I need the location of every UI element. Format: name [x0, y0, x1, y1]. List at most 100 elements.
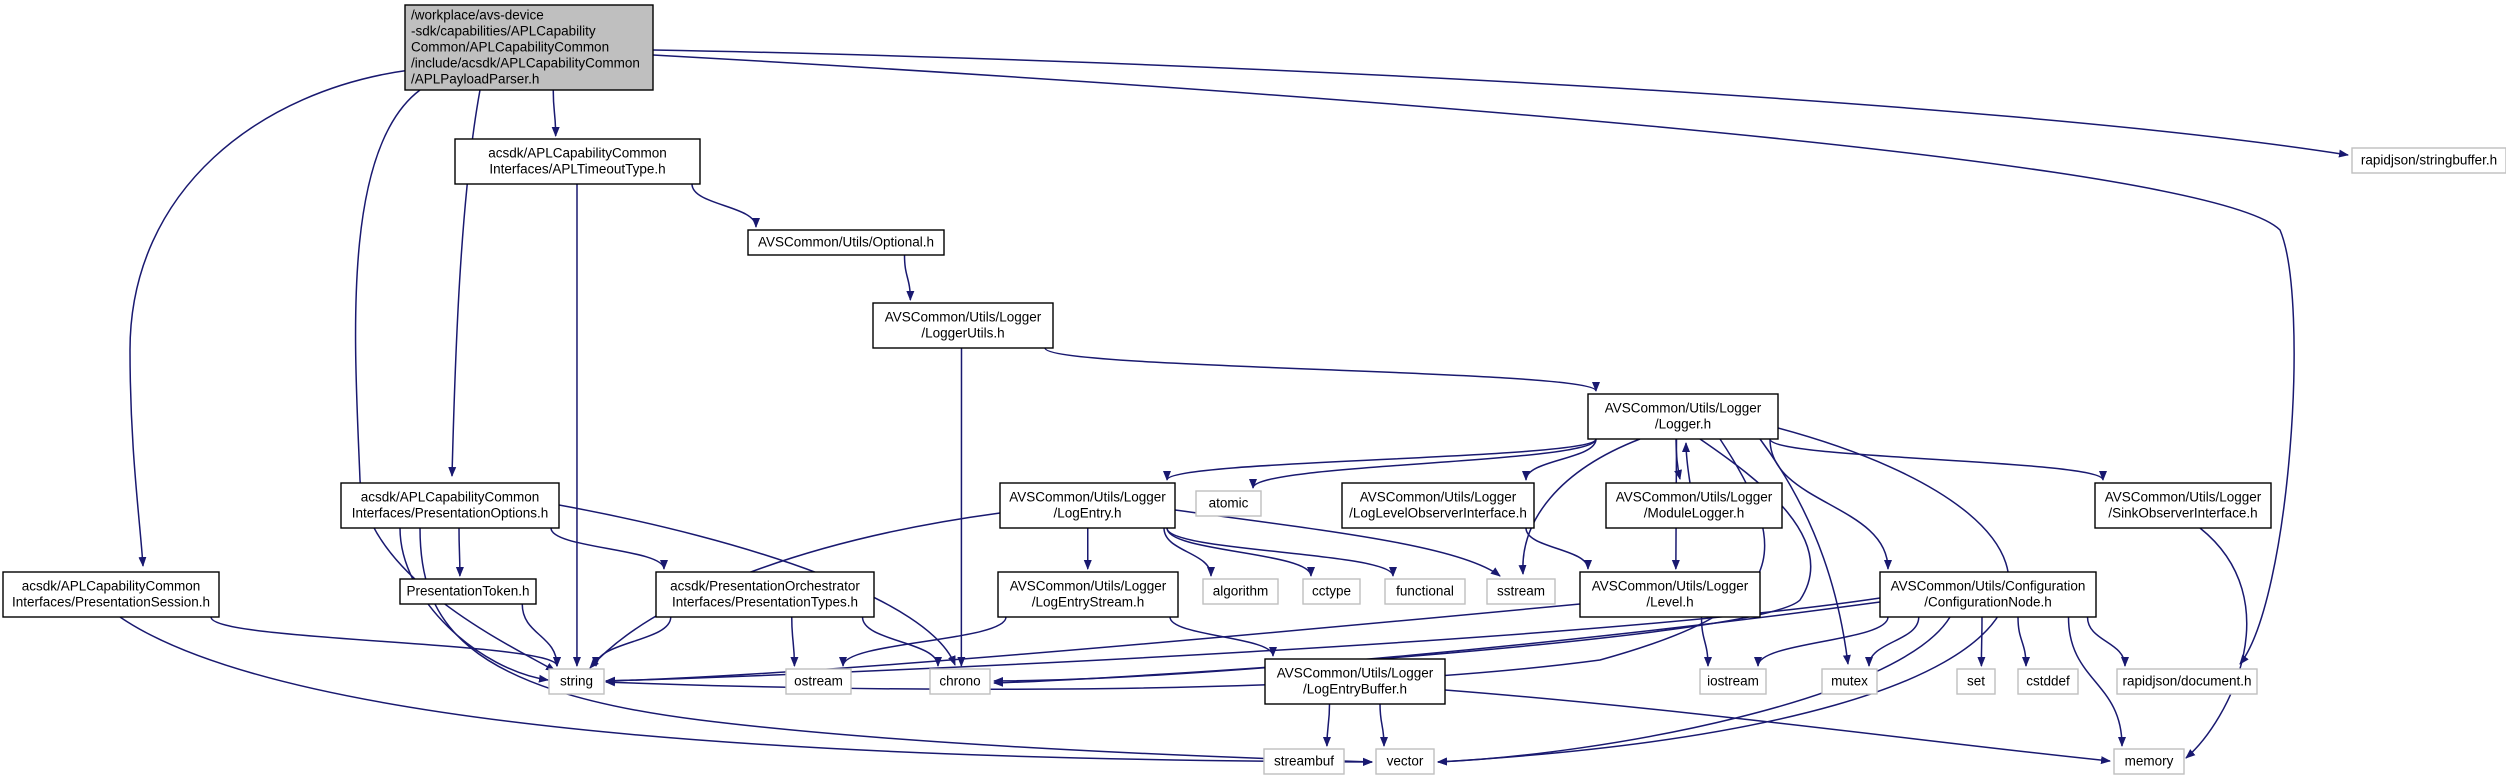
node-label-line: /LogEntry.h	[1053, 506, 1121, 521]
node-box	[1605, 482, 1783, 529]
node-algorithm: algorithm	[1202, 578, 1279, 605]
node-logentry[interactable]: AVSCommon/Utils/Logger/LogEntry.h	[999, 482, 1176, 529]
node-box	[404, 4, 654, 91]
node-label-line: set	[1967, 674, 1985, 689]
edge-confignode-to-document	[2086, 616, 2129, 667]
node-functional: functional	[1384, 578, 1466, 605]
node-label-line: sstream	[1497, 584, 1545, 599]
node-streambuf: streambuf	[1263, 748, 1345, 775]
node-box	[340, 482, 560, 529]
edge-logger-to-sinkobs	[1769, 438, 2107, 481]
node-logentrybuffer[interactable]: AVSCommon/Utils/Logger/LogEntryBuffer.h	[1264, 658, 1446, 705]
node-label-line: /include/acsdk/APLCapabilityCommon	[411, 56, 640, 71]
node-label-line: chrono	[939, 674, 980, 689]
edge-logentrybuffer-to-vector	[1379, 703, 1388, 747]
edge-logger-to-string	[605, 438, 1766, 691]
node-label-line: string	[560, 674, 593, 689]
node-label-line: /Logger.h	[1655, 417, 1711, 432]
node-label-line: vector	[1387, 754, 1424, 769]
node-label-line: PresentationToken.h	[406, 584, 529, 599]
node-label-line: rapidjson/stringbuffer.h	[2361, 153, 2497, 168]
node-mutex: mutex	[1821, 668, 1878, 695]
node-label-line: AVSCommon/Utils/Logger	[1010, 579, 1167, 594]
node-box	[1821, 668, 1878, 695]
node-box	[1384, 578, 1466, 605]
edge-prestypes-to-ostream	[790, 616, 799, 667]
node-label-line: streambuf	[1274, 754, 1334, 769]
edge-root-to-string	[354, 89, 556, 672]
edge-root-to-session	[129, 69, 411, 567]
node-label-line: Interfaces/PresentationSession.h	[12, 595, 210, 610]
node-label-line: Interfaces/APLTimeoutType.h	[489, 162, 665, 177]
node-timeout[interactable]: acsdk/APLCapabilityCommonInterfaces/APLT…	[454, 138, 701, 185]
node-label-line: ostream	[794, 674, 843, 689]
node-box	[747, 229, 945, 256]
edge-presopts-to-string	[399, 527, 549, 683]
node-box	[1302, 578, 1361, 605]
node-session[interactable]: acsdk/APLCapabilityCommonInterfaces/Pres…	[2, 571, 220, 618]
node-label-line: AVSCommon/Utils/Logger	[1616, 490, 1773, 505]
node-root[interactable]: /workplace/avs-device-sdk/capabilities/A…	[404, 4, 654, 91]
node-label-line: cctype	[1312, 584, 1351, 599]
node-label-line: iostream	[1707, 674, 1759, 689]
node-level[interactable]: AVSCommon/Utils/Logger/Level.h	[1579, 571, 1761, 618]
node-label-line: /LogEntryStream.h	[1032, 595, 1145, 610]
node-box	[1879, 571, 2097, 618]
edge-loglevelobs-to-level	[1525, 527, 1592, 570]
edge-logentrystream-to-ostream	[839, 616, 1007, 667]
node-box	[2017, 668, 2079, 695]
node-loglevelobs[interactable]: AVSCommon/Utils/Logger/LogLevelObserverI…	[1341, 482, 1535, 529]
node-modulelogger[interactable]: AVSCommon/Utils/Logger/ModuleLogger.h	[1605, 482, 1783, 529]
node-box	[454, 138, 701, 185]
node-box	[1587, 393, 1779, 440]
node-label-line: Common/APLCapabilityCommon	[411, 40, 609, 55]
edge-level-to-string	[605, 603, 1581, 685]
node-box	[1263, 748, 1345, 775]
node-label-line: memory	[2125, 754, 2174, 769]
node-label-line: cstddef	[2026, 674, 2070, 689]
node-logger[interactable]: AVSCommon/Utils/Logger/Logger.h	[1587, 393, 1779, 440]
node-chrono: chrono	[929, 668, 991, 695]
node-prestypes[interactable]: acsdk/PresentationOrchestratorInterfaces…	[655, 571, 875, 618]
edge-logger-to-loglevelobs	[1522, 438, 1597, 481]
edge-loggerutils-to-logger	[1044, 347, 1600, 392]
node-loggerutils[interactable]: AVSCommon/Utils/Logger/LoggerUtils.h	[872, 302, 1054, 349]
node-box	[1341, 482, 1535, 529]
node-box	[997, 571, 1179, 618]
node-box	[929, 668, 991, 695]
node-sinkobs[interactable]: AVSCommon/Utils/Logger/SinkObserverInter…	[2094, 482, 2272, 529]
node-label-line: /ConfigurationNode.h	[1924, 595, 2052, 610]
edge-logger-to-mutex	[1759, 438, 1851, 665]
node-label-line: acsdk/APLCapabilityCommon	[22, 579, 201, 594]
node-label-line: AVSCommon/Utils/Logger	[1277, 666, 1434, 681]
node-label-line: AVSCommon/Utils/Logger	[885, 310, 1042, 325]
edge-logentrybuffer-to-streambuf	[1322, 703, 1331, 747]
node-box	[2116, 668, 2258, 695]
node-label-line: atomic	[1209, 496, 1249, 511]
edge-logentry-to-algorithm	[1163, 527, 1215, 577]
edge-logentry-to-sstream	[1174, 509, 1501, 577]
edge-confignode-to-chrono	[993, 601, 1881, 685]
node-box	[2351, 147, 2506, 174]
edge-logentry-to-cctype	[1166, 527, 1315, 577]
node-label-line: algorithm	[1213, 584, 1269, 599]
node-box	[2, 571, 220, 618]
edge-presopts-to-prestypes	[550, 527, 668, 570]
node-logentrystream[interactable]: AVSCommon/Utils/Logger/LogEntryStream.h	[997, 571, 1179, 618]
node-stringbuffer: rapidjson/stringbuffer.h	[2351, 147, 2506, 174]
node-presopts[interactable]: acsdk/APLCapabilityCommonInterfaces/Pres…	[340, 482, 560, 529]
edge-confignode-to-vector	[1437, 616, 1951, 766]
node-label-line: /ModuleLogger.h	[1644, 506, 1745, 521]
node-label-line: acsdk/APLCapabilityCommon	[488, 146, 667, 161]
node-prestoken[interactable]: PresentationToken.h	[399, 578, 537, 605]
node-confignode[interactable]: AVSCommon/Utils/Configuration/Configurat…	[1879, 571, 2097, 618]
edge-confignode-to-cstddef	[2017, 616, 2030, 667]
node-box	[1486, 578, 1556, 605]
node-label-line: AVSCommon/Utils/Logger	[1360, 490, 1517, 505]
edge-level-to-iostream	[1700, 616, 1712, 667]
node-optional[interactable]: AVSCommon/Utils/Optional.h	[747, 229, 945, 256]
node-box	[2113, 748, 2185, 775]
node-box	[1375, 748, 1435, 775]
node-label-line: AVSCommon/Utils/Logger	[2105, 490, 2262, 505]
